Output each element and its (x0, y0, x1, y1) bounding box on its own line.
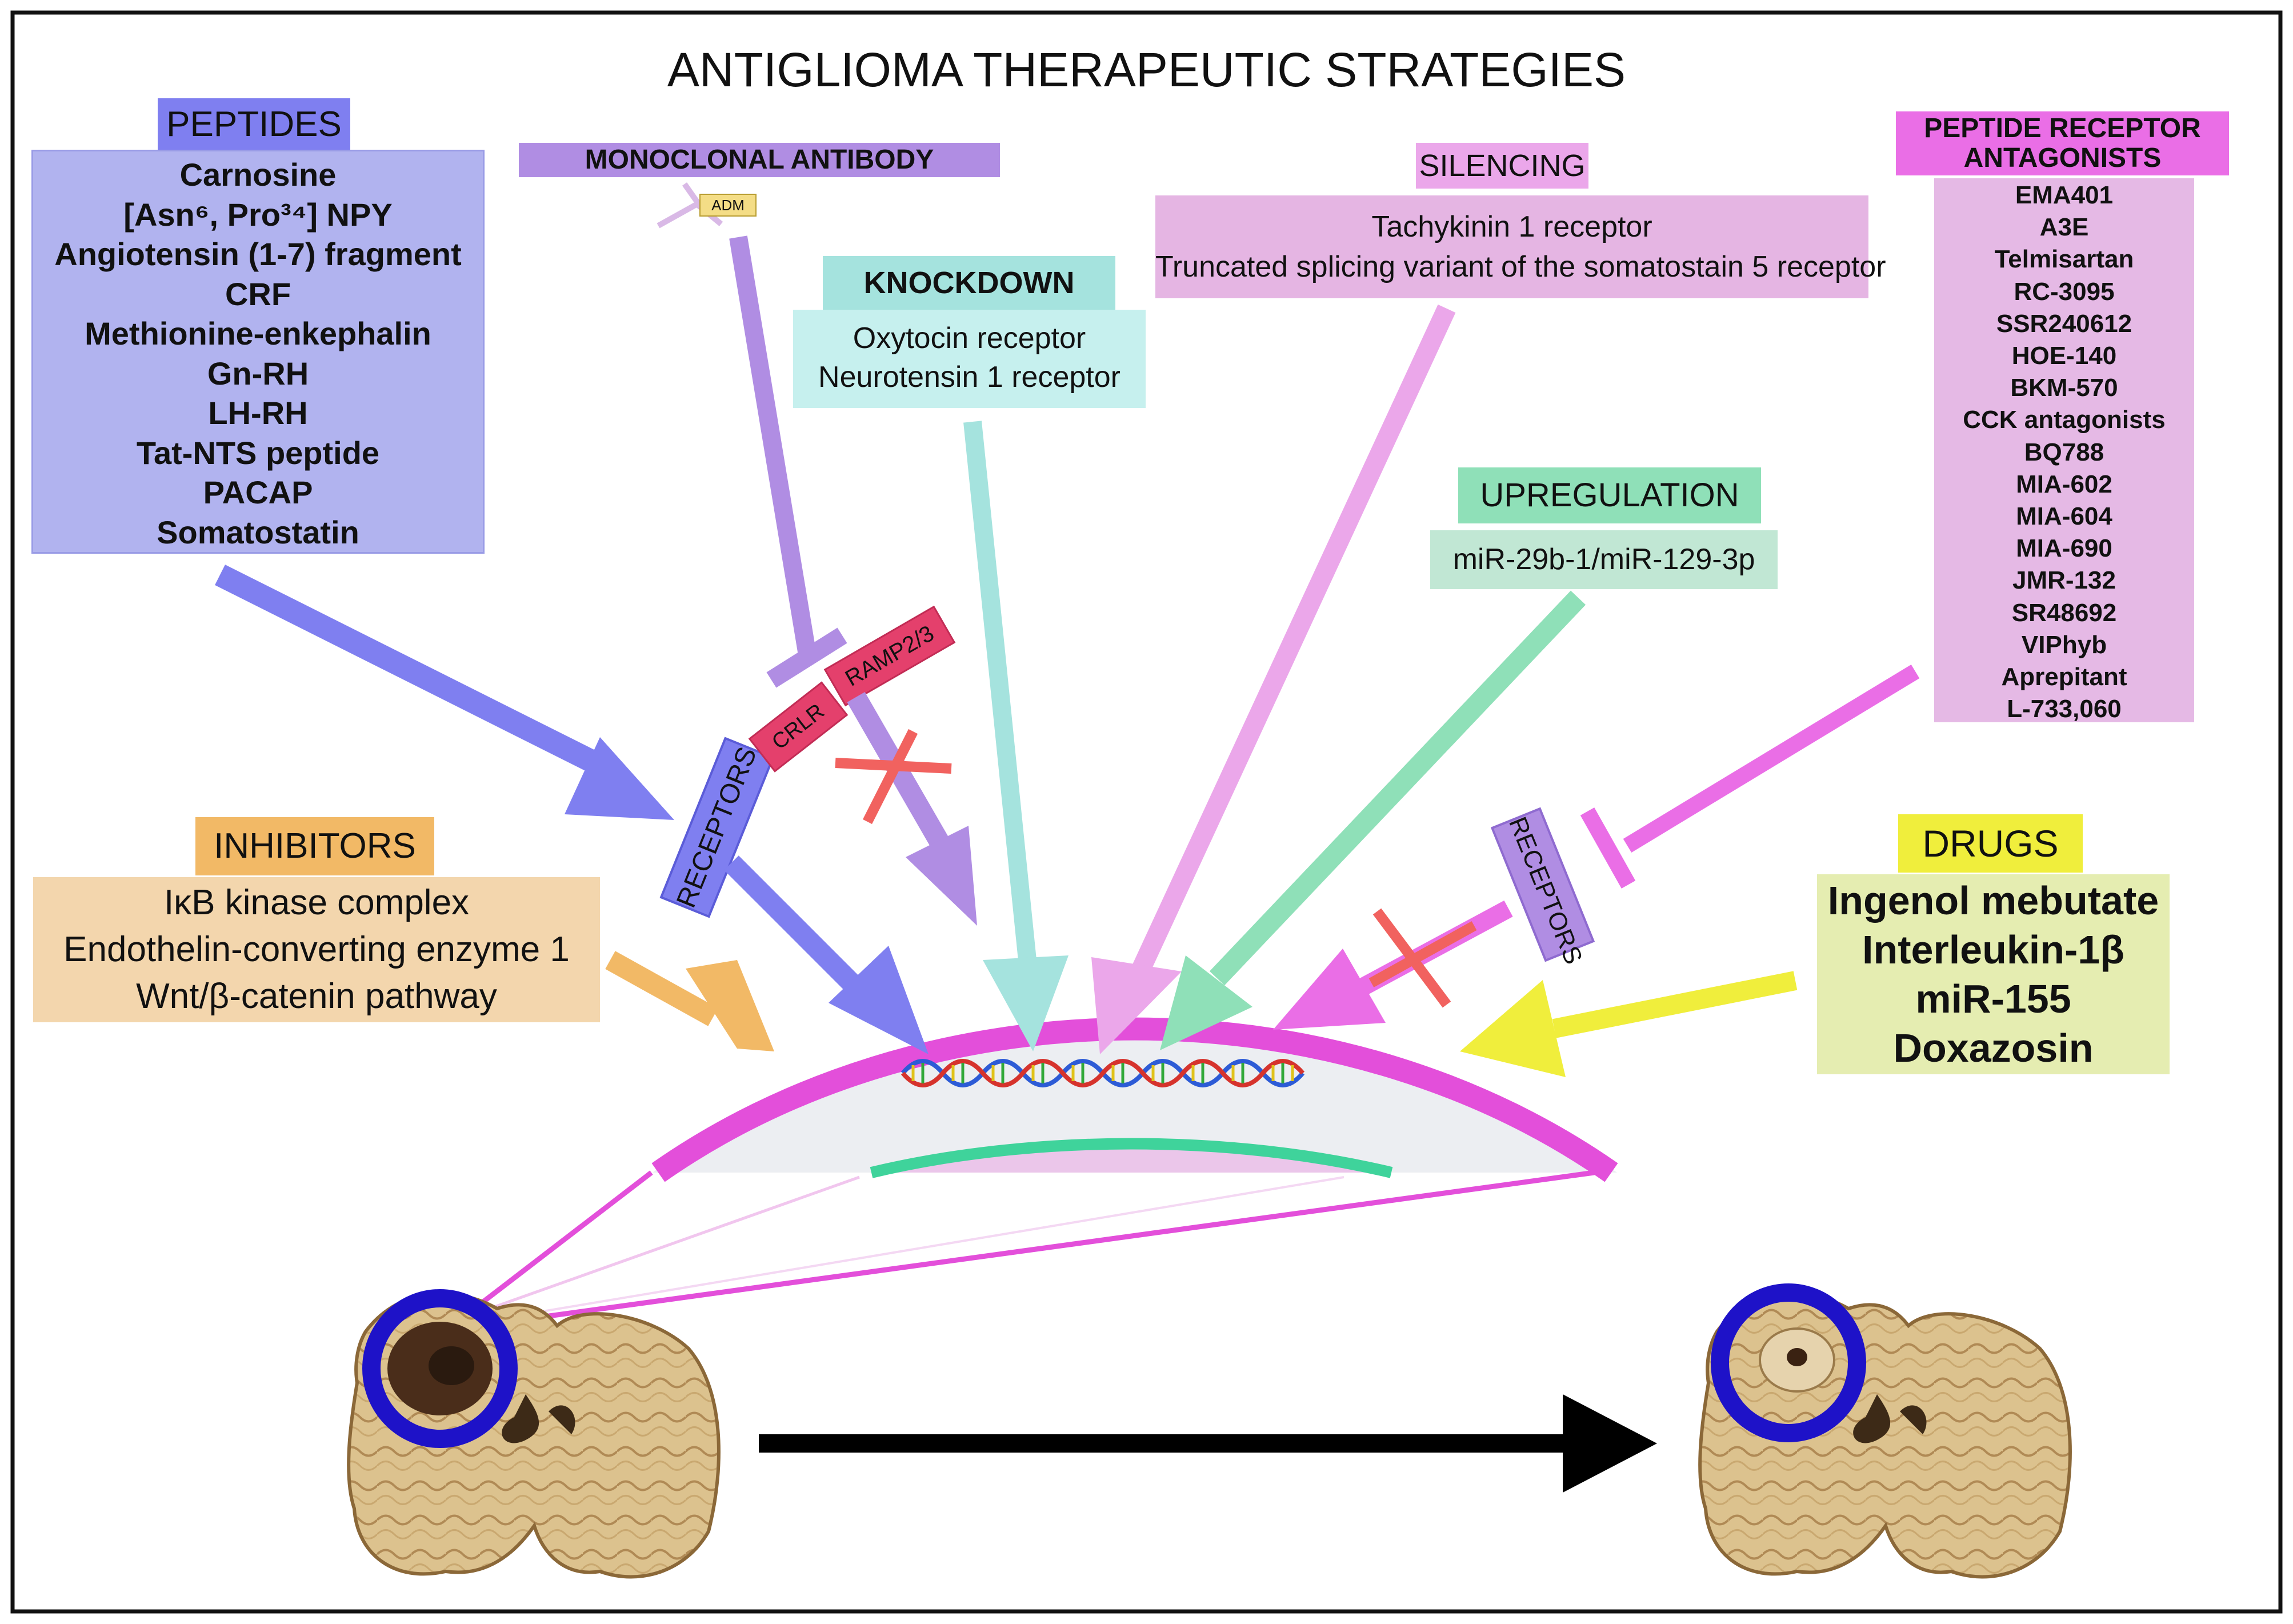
antagonist-item: Aprepitant (2001, 663, 2127, 691)
inhibitors-header: INHIBITORS (195, 817, 434, 875)
antagonist-item: MIA-604 (2016, 502, 2112, 531)
antagonist-item: BKM-570 (2010, 374, 2118, 402)
antagonists-box: EMA401 A3E Telmisartan RC-3095 SSR240612… (1934, 178, 2194, 723)
brain-before (347, 1291, 721, 1579)
figure-border (10, 10, 2283, 1614)
upregulation-item: miR-29b-1/miR-129-3p (1452, 543, 1755, 576)
peptides-arrow-head (565, 737, 674, 820)
upregulation-box: miR-29b-1/miR-129-3p (1430, 530, 1778, 589)
knockdown-arrow-head (983, 955, 1069, 1051)
knockdown-item: Neurotensin 1 receptor (818, 361, 1121, 394)
antagonist-item: RC-3095 (2014, 277, 2115, 306)
receptor-right-arrow-head (1273, 949, 1386, 1030)
ramp-arrow-head (906, 826, 977, 926)
ramp-tab (823, 605, 956, 707)
silencing-arrow-head (1091, 957, 1182, 1054)
drug-item: Doxazosin (1893, 1026, 2094, 1070)
peptides-arrow-shaft (215, 565, 619, 783)
upregulation-header: UPREGULATION (1458, 467, 1761, 523)
adm-tag (699, 194, 757, 217)
brain-after (1698, 1291, 2072, 1579)
projection-lines (454, 1170, 1595, 1331)
inhibitors-arrow-head (686, 960, 774, 1051)
silencing-header: SILENCING (1416, 143, 1588, 189)
ramp-arrow-shaft (847, 692, 951, 851)
antagonist-item: EMA401 (2015, 181, 2114, 209)
receptor-left-tab (659, 737, 775, 918)
upregulation-arrow-head (1160, 955, 1252, 1050)
antagonist-item: VIPhyb (2021, 630, 2107, 659)
silencing-item: Truncated splicing variant of the somato… (1155, 250, 1886, 283)
drugs-box: Ingenol mebutate Interleukin-1β miR-155 … (1817, 874, 2170, 1074)
blocked-cross-left (835, 729, 952, 825)
figure-title: ANTIGLIOMA THERAPEUTIC STRATEGIES (667, 43, 1626, 97)
dna-helix (901, 1059, 1305, 1087)
monoclonal-inhibit-line (729, 235, 816, 653)
antagonists-header-line: PEPTIDE RECEPTOR (1924, 113, 2201, 143)
tumor-marker-before (362, 1289, 518, 1448)
antagonist-item: A3E (2039, 213, 2089, 242)
crlr-tab (748, 681, 849, 773)
antagonists-inhibit-line (1623, 665, 1920, 853)
cell-membrane (651, 1017, 1618, 1182)
peptide-item: [Asn⁶, Pro³⁴] NPY (123, 196, 393, 233)
drugs-arrow-shaft (1552, 971, 1798, 1038)
antagonist-item: CCK antagonists (1963, 406, 2166, 434)
antagonist-item: MIA-690 (2016, 534, 2112, 563)
monoclonal-inhibit-bar (766, 627, 847, 688)
peptide-item: Angiotensin (1-7) fragment (54, 236, 462, 272)
inhibitor-item: Endothelin-converting enzyme 1 (63, 930, 570, 969)
antagonist-item: BQ788 (2024, 438, 2104, 466)
antagonist-item: Telmisartan (1994, 245, 2134, 274)
inhibitor-item: Wnt/β-catenin pathway (136, 977, 497, 1016)
inhibitor-item: IκB kinase complex (163, 883, 470, 922)
peptide-item: Tat-NTS peptide (136, 434, 380, 471)
knockdown-header: KNOCKDOWN (823, 256, 1115, 310)
peptide-item: LH-RH (208, 395, 308, 431)
antagonist-item: SSR240612 (1996, 309, 2132, 338)
knockdown-arrow-shaft (963, 421, 1038, 973)
tumor-marker-after (1711, 1283, 1866, 1442)
peptide-item: Carnosine (179, 157, 337, 193)
peptide-item: Gn-RH (207, 355, 309, 391)
nucleus-envelope (870, 1138, 1393, 1178)
knockdown-item: Oxytocin receptor (853, 322, 1086, 355)
progression-arrow-head (1563, 1394, 1657, 1493)
drug-item: Interleukin-1β (1862, 927, 2124, 972)
antagonist-item: SR48692 (2011, 598, 2117, 627)
antagonist-item: HOE-140 (2011, 342, 2117, 370)
antagonist-item: MIA-602 (2016, 470, 2112, 498)
drug-item: Ingenol mebutate (1827, 878, 2159, 923)
antagonists-inhibit-bar (1580, 807, 1636, 889)
drugs-header: DRUGS (1898, 814, 2083, 873)
silencing-arrow-shaft (1131, 304, 1456, 976)
antagonists-header-line: ANTAGONISTS (1963, 143, 2162, 173)
blocked-cross-right (1368, 908, 1477, 1008)
antagonist-item: L-733,060 (2007, 695, 2122, 723)
upregulation-arrow-shaft (1209, 590, 1586, 986)
inhibitors-box: IκB kinase complex Endothelin-converting… (33, 877, 600, 1022)
receptor-signal-arrow-head (829, 946, 929, 1054)
receptor-right-tab (1490, 807, 1595, 962)
adm-label: ADM (711, 197, 745, 214)
monoclonal-header: MONOCLONAL ANTIBODY (519, 143, 1000, 177)
peptides-header: PEPTIDES (158, 98, 350, 151)
peptides-box: Carnosine [Asn⁶, Pro³⁴] NPY Angiotensin … (31, 150, 485, 554)
peptide-item: Somatostatin (157, 514, 359, 550)
knockdown-box: Oxytocin receptor Neurotensin 1 receptor (793, 310, 1146, 408)
peptide-item: PACAP (203, 474, 313, 510)
drugs-arrow-head (1460, 980, 1566, 1077)
inhibitors-arrow-shaft (605, 951, 718, 1026)
drug-item: miR-155 (1915, 977, 2071, 1021)
silencing-box: Tachykinin 1 receptor Truncated splicing… (1155, 195, 1886, 298)
silencing-item: Tachykinin 1 receptor (1371, 210, 1652, 243)
peptide-item: CRF (225, 275, 291, 312)
antagonists-header: PEPTIDE RECEPTOR ANTAGONISTS (1896, 111, 2229, 175)
peptide-item: Methionine-enkephalin (85, 315, 431, 351)
antagonist-item: JMR-132 (2012, 566, 2116, 595)
receptor-signal-arrow-shaft (724, 855, 862, 993)
